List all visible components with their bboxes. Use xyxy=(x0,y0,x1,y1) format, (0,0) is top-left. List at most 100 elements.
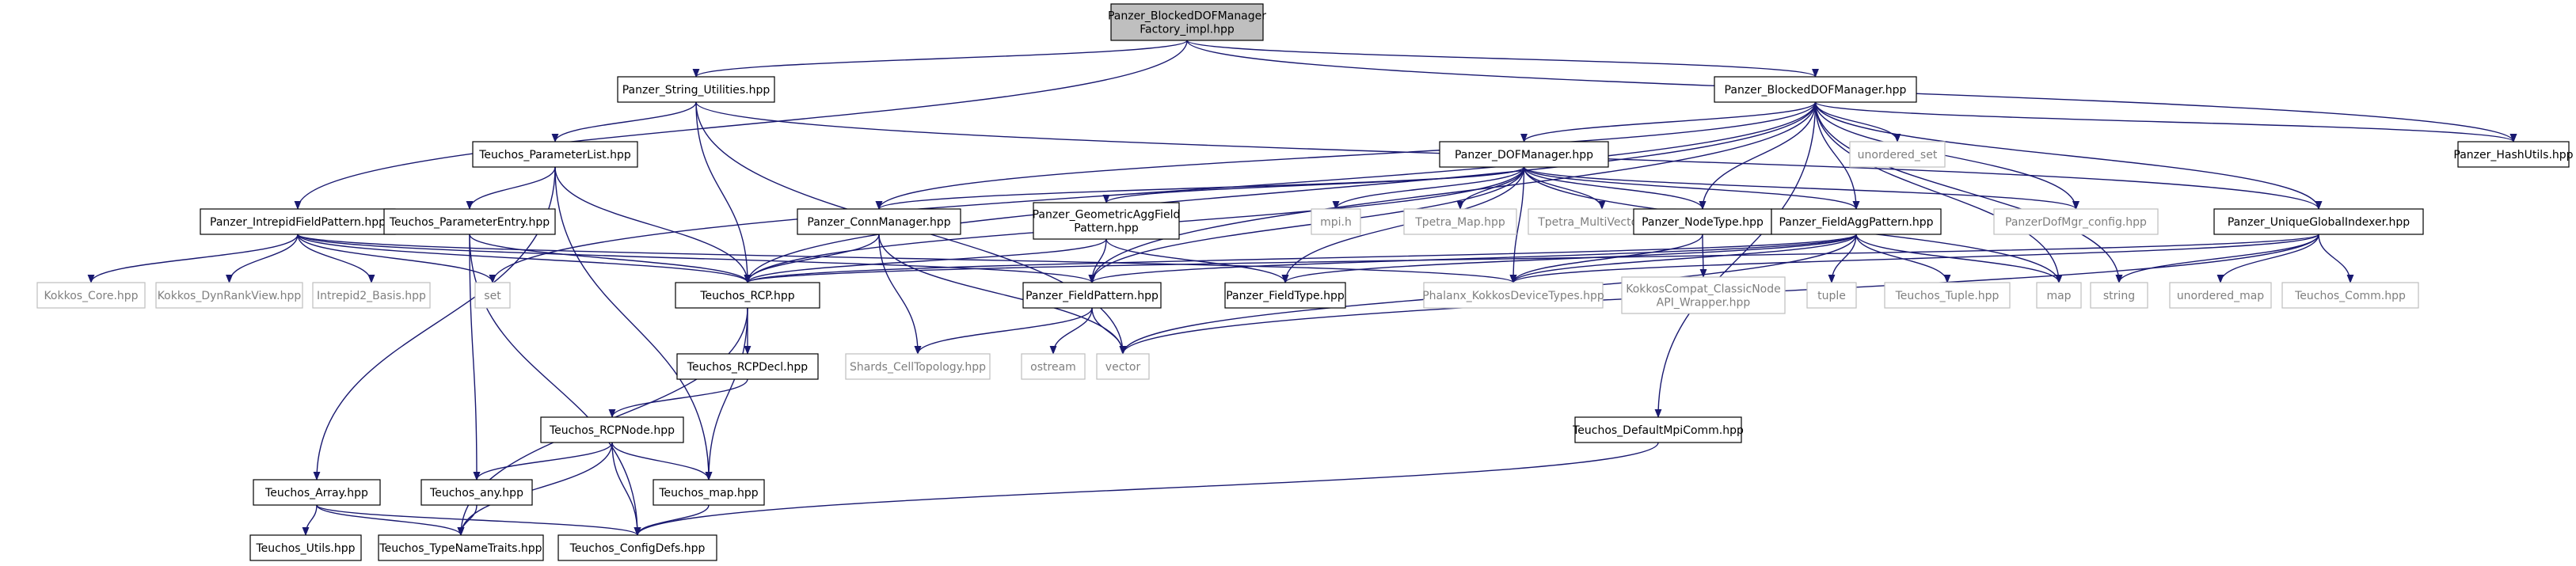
node-label: Tpetra_Map.hpp xyxy=(1414,216,1505,229)
node-teuchos-tuple: Teuchos_Tuple.hpp xyxy=(1884,282,2011,309)
node-box xyxy=(1423,282,1604,309)
edge-intrepid-to-rcp xyxy=(297,234,751,284)
node-label: Panzer_HashUtils.hpp xyxy=(2453,149,2573,161)
node-label: Kokkos_Core.hpp xyxy=(44,290,138,302)
node-ostream: ostream xyxy=(1021,353,1086,380)
node-any[interactable]: Teuchos_any.hpp xyxy=(420,479,533,506)
node-label: Teuchos_Array.hpp xyxy=(264,487,368,500)
node-intrepid2: Intrepid2_Basis.hpp xyxy=(312,282,431,309)
node-unordered-set: unordered_set xyxy=(1849,141,1946,168)
node-box xyxy=(312,282,431,309)
edge-intrepid-to-kokkos_core xyxy=(87,234,299,284)
node-label: Factory_impl.hpp xyxy=(1140,24,1235,36)
edge-teuchos_map-to-config_defs xyxy=(634,504,710,537)
node-node-type[interactable]: Panzer_NodeType.hpp xyxy=(1633,208,1772,235)
node-label: Panzer_GeometricAggField xyxy=(1033,209,1181,222)
node-box xyxy=(2213,208,2424,235)
edge-blocked-to-unordered_set xyxy=(1814,101,1901,143)
edge-dof_mgr-to-node_type xyxy=(1523,166,1707,211)
node-label: Teuchos_map.hpp xyxy=(658,487,758,500)
edge-rcp_node-to-config_defs xyxy=(611,442,641,537)
node-label: Panzer_String_Utilities.hpp xyxy=(622,84,771,97)
edge-string_util-to-param_list xyxy=(551,101,697,143)
node-default-mpi[interactable]: Teuchos_DefaultMpiComm.hpp xyxy=(1572,416,1744,443)
edge-blocked-to-node_type xyxy=(1699,101,1817,211)
node-label: Teuchos_ConfigDefs.hpp xyxy=(569,542,706,555)
node-intrepid[interactable]: Panzer_IntrepidFieldPattern.hpp xyxy=(200,208,396,235)
node-box xyxy=(1110,3,1264,41)
node-teuchos-map[interactable]: Teuchos_map.hpp xyxy=(653,479,765,506)
node-label: Teuchos_ParameterList.hpp xyxy=(478,149,631,161)
node-config-defs[interactable]: Teuchos_ConfigDefs.hpp xyxy=(557,534,717,561)
node-field-agg[interactable]: Panzer_FieldAggPattern.hpp xyxy=(1771,208,1942,235)
node-label: PanzerDofMgr_config.hpp xyxy=(2005,216,2147,229)
node-box xyxy=(617,76,775,103)
node-field-type[interactable]: Panzer_FieldType.hpp xyxy=(1224,282,1346,309)
edge-root-to-string_util xyxy=(692,40,1188,78)
node-label: Panzer_BlockedDOFManager xyxy=(1108,10,1266,23)
edge-param_list-to-rcp xyxy=(554,166,751,284)
node-box xyxy=(2457,141,2570,168)
edge-field_agg-to-tuple xyxy=(1828,234,1857,284)
node-param-list[interactable]: Teuchos_ParameterList.hpp xyxy=(472,141,638,168)
node-type-name[interactable]: Teuchos_TypeNameTraits.hpp xyxy=(378,534,544,561)
edge-rcp-to-teuchos_map xyxy=(705,307,748,481)
node-label: tuple xyxy=(1817,290,1846,302)
edge-any-to-type_name xyxy=(457,504,478,537)
edge-dof_mgr-to-geo xyxy=(1102,166,1525,204)
node-hash-utils[interactable]: Panzer_HashUtils.hpp xyxy=(2453,141,2574,168)
edge-blocked-to-dof_mgr xyxy=(1520,101,1817,143)
node-label: KokkosCompat_ClassicNode xyxy=(1626,283,1781,296)
node-label: mpi.h xyxy=(1320,216,1352,229)
node-field-pattern[interactable]: Panzer_FieldPattern.hpp xyxy=(1022,282,1162,309)
node-box xyxy=(2281,282,2419,309)
file-nodes: Panzer_BlockedDOFManagerFactory_impl.hpp… xyxy=(36,3,2574,561)
node-utils[interactable]: Teuchos_Utils.hpp xyxy=(249,534,362,561)
node-array[interactable]: Teuchos_Array.hpp xyxy=(253,479,381,506)
node-dof-mgr[interactable]: Panzer_DOFManager.hpp xyxy=(1439,141,1609,168)
node-label: Panzer_IntrepidFieldPattern.hpp xyxy=(210,216,386,229)
node-label: Panzer_DOFManager.hpp xyxy=(1455,149,1593,161)
edge-field_pattern-to-ostream xyxy=(1049,307,1093,355)
edge-unique-to-rcp xyxy=(744,234,2319,284)
node-rcp-node[interactable]: Teuchos_RCPNode.hpp xyxy=(540,416,684,443)
node-box xyxy=(1884,282,2011,309)
edge-field_agg-to-map xyxy=(1855,234,2063,284)
edge-array-to-utils xyxy=(302,504,318,537)
node-label: Teuchos_any.hpp xyxy=(429,487,523,500)
node-mpi-h: mpi.h xyxy=(1311,208,1361,235)
node-label: Intrepid2_Basis.hpp xyxy=(317,290,426,302)
node-unique[interactable]: Panzer_UniqueGlobalIndexer.hpp xyxy=(2213,208,2424,235)
node-label: Panzer_FieldPattern.hpp xyxy=(1025,290,1159,302)
node-string: string xyxy=(2090,282,2148,309)
edge-blocked-to-unique xyxy=(1814,101,2323,211)
node-blocked[interactable]: Panzer_BlockedDOFManager.hpp xyxy=(1714,76,1917,103)
edge-intrepid-to-kokkos_dyn xyxy=(226,234,299,284)
node-box xyxy=(1993,208,2159,235)
node-box xyxy=(1633,208,1772,235)
node-rcp[interactable]: Teuchos_RCP.hpp xyxy=(675,282,820,309)
node-box xyxy=(420,479,533,506)
edge-dof_mgr-to-phalanx xyxy=(1509,166,1525,284)
node-label: Teuchos_RCPDecl.hpp xyxy=(687,361,809,374)
edge-root-to-intrepid xyxy=(294,40,1188,211)
edge-dof_mgr-to-tpetra_mv xyxy=(1523,166,1606,211)
node-box xyxy=(1714,76,1917,103)
node-label: unordered_map xyxy=(2177,290,2264,302)
node-box xyxy=(378,534,544,561)
node-param-entry[interactable]: Teuchos_ParameterEntry.hpp xyxy=(383,208,556,235)
edge-intrepid-to-set xyxy=(297,234,497,284)
edge-conn_mgr-to-shards xyxy=(878,234,922,355)
node-box xyxy=(383,208,556,235)
node-label: Panzer_UniqueGlobalIndexer.hpp xyxy=(2228,216,2410,229)
node-set: set xyxy=(474,282,511,309)
node-label: ostream xyxy=(1030,361,1076,374)
node-label: Panzer_ConnManager.hpp xyxy=(807,216,950,229)
node-conn-mgr[interactable]: Panzer_ConnManager.hpp xyxy=(797,208,961,235)
node-rcp-decl[interactable]: Teuchos_RCPDecl.hpp xyxy=(676,353,819,380)
node-string-util[interactable]: Panzer_String_Utilities.hpp xyxy=(617,76,775,103)
edge-intrepid-to-phalanx xyxy=(297,234,1516,284)
node-box xyxy=(676,353,819,380)
